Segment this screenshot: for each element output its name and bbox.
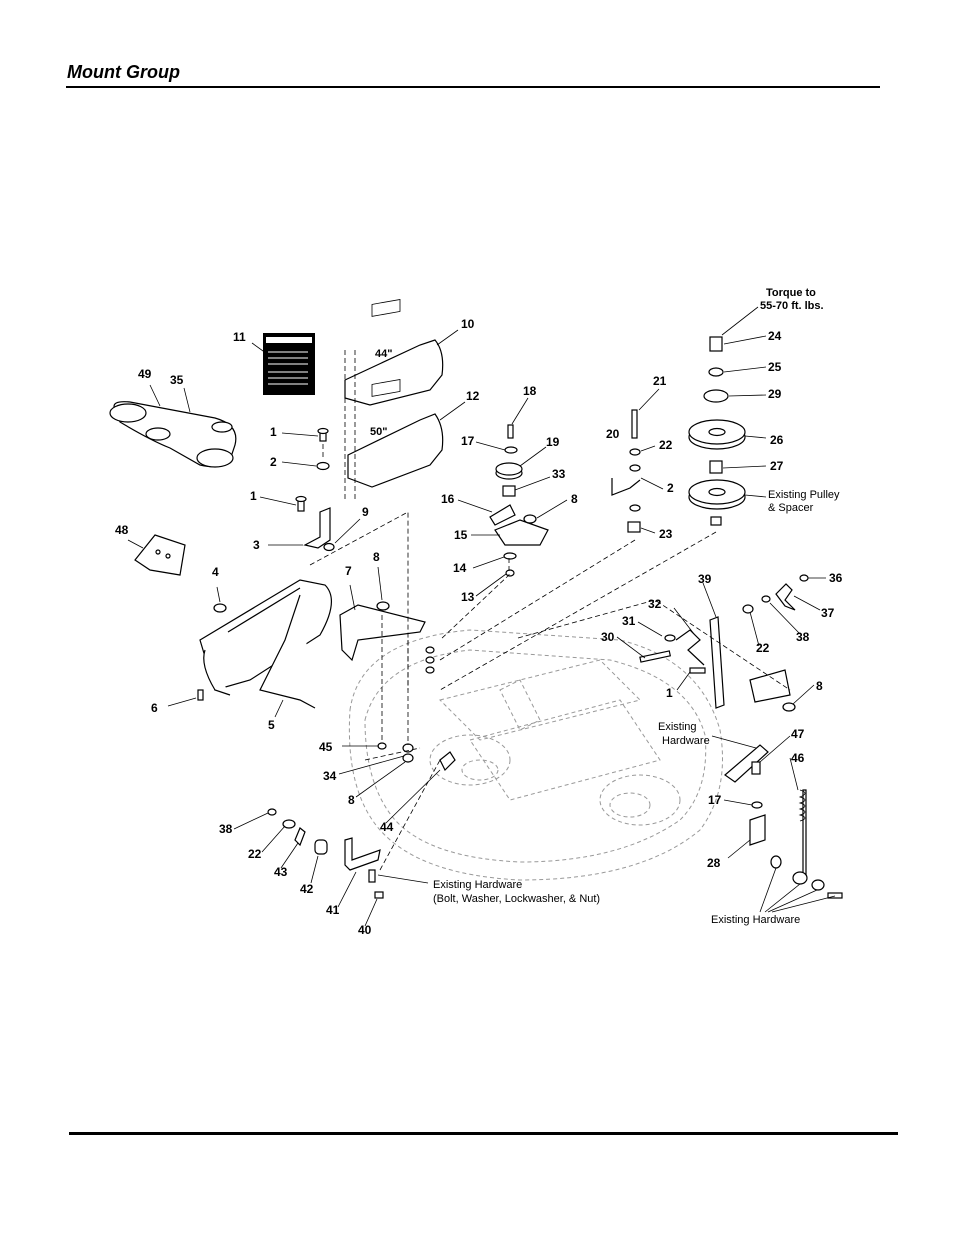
callout-33: 33 xyxy=(552,467,566,481)
callout-35: 35 xyxy=(170,373,184,387)
mower-deck-outline xyxy=(348,629,723,881)
drive-belt xyxy=(109,401,237,468)
existing-hardware-c: Existing Hardware xyxy=(711,914,800,926)
callout-38-b: 38 xyxy=(219,822,233,836)
callout-14: 14 xyxy=(453,561,467,575)
callout-43: 43 xyxy=(274,865,288,879)
callout-17-b: 17 xyxy=(708,793,722,807)
callout-17-a: 17 xyxy=(461,434,475,448)
callout-25: 25 xyxy=(768,360,782,374)
callout-32: 32 xyxy=(648,597,662,611)
footer-rule xyxy=(69,1132,898,1135)
callout-26: 26 xyxy=(770,433,784,447)
lever-group xyxy=(639,574,809,712)
callout-1-c: 1 xyxy=(666,686,673,700)
callout-10: 10 xyxy=(461,317,475,331)
callout-2-a: 2 xyxy=(270,455,277,469)
bolt-washer-group-a xyxy=(295,427,330,512)
callout-1-b: 1 xyxy=(250,489,257,503)
callout-38-a: 38 xyxy=(796,630,810,644)
callout-11: 11 xyxy=(233,330,246,344)
callout-8-d: 8 xyxy=(348,793,355,807)
callout-24: 24 xyxy=(768,329,782,343)
callout-23: 23 xyxy=(659,527,673,541)
callout-1-a: 1 xyxy=(270,425,277,439)
callout-18: 18 xyxy=(523,384,537,398)
callout-28: 28 xyxy=(707,856,721,870)
callout-7: 7 xyxy=(345,564,352,578)
callout-37: 37 xyxy=(821,606,835,620)
callout-22-c: 22 xyxy=(248,847,262,861)
size-50-label: 50" xyxy=(370,426,387,438)
bracket-3 xyxy=(303,507,335,552)
existing-pulley-line2: & Spacer xyxy=(768,502,814,514)
callout-30: 30 xyxy=(601,630,615,644)
callout-4: 4 xyxy=(212,565,219,579)
callout-49: 49 xyxy=(138,367,152,381)
deflector-shield-44 xyxy=(344,298,444,406)
callout-39: 39 xyxy=(698,572,712,586)
callout-21: 21 xyxy=(653,374,667,388)
callout-16: 16 xyxy=(441,492,455,506)
deflector-shield-50 xyxy=(347,378,444,488)
torque-note-line2: 55-70 ft. lbs. xyxy=(760,300,824,312)
callout-40: 40 xyxy=(358,923,372,937)
existing-hardware-b-line2: (Bolt, Washer, Lockwasher, & Nut) xyxy=(433,893,600,905)
callout-22-a: 22 xyxy=(659,438,673,452)
torque-note-line1: Torque to xyxy=(766,287,816,299)
alignment-lines xyxy=(309,350,791,871)
callout-9: 9 xyxy=(362,505,369,519)
callout-labels: 11 10 49 35 12 1 2 1 9 3 48 4 7 8 6 5 18… xyxy=(115,317,843,937)
callout-13: 13 xyxy=(461,590,475,604)
idler-group-center xyxy=(489,424,549,577)
callout-48: 48 xyxy=(115,523,129,537)
discharge-deflector xyxy=(197,579,332,709)
callout-47: 47 xyxy=(791,727,805,741)
callout-36: 36 xyxy=(829,571,843,585)
callout-3: 3 xyxy=(253,538,260,552)
page-title: Mount Group xyxy=(67,62,180,82)
callout-20: 20 xyxy=(606,427,620,441)
callout-6: 6 xyxy=(151,701,158,715)
callout-41: 41 xyxy=(326,903,340,917)
existing-hardware-a-line2: Hardware xyxy=(662,735,710,747)
shield-7 xyxy=(339,601,426,662)
callout-8-b: 8 xyxy=(571,492,578,506)
callout-19: 19 xyxy=(546,435,560,449)
existing-hardware-a-line1: Existing xyxy=(658,721,697,733)
warning-decal xyxy=(263,333,315,395)
callout-15: 15 xyxy=(454,528,468,542)
hitch-bracket-48 xyxy=(134,534,186,576)
diagram-notes: Torque to 55-70 ft. lbs. 44" 50" Existin… xyxy=(370,287,840,926)
callout-8-a: 8 xyxy=(373,550,380,564)
callout-2-b: 2 xyxy=(667,481,674,495)
callout-34: 34 xyxy=(323,769,337,783)
size-44-label: 44" xyxy=(375,348,392,360)
callout-22-b: 22 xyxy=(756,641,770,655)
callout-12: 12 xyxy=(466,389,480,403)
idler-arm-group xyxy=(611,409,641,533)
callout-42: 42 xyxy=(300,882,314,896)
title-rule xyxy=(66,86,880,88)
pulley-stack xyxy=(688,306,759,526)
existing-pulley-line1: Existing Pulley xyxy=(768,489,840,501)
callout-29: 29 xyxy=(768,387,782,401)
existing-hardware-b-line1: Existing Hardware xyxy=(433,879,522,891)
lower-hardware-group xyxy=(267,646,456,899)
callout-8-c: 8 xyxy=(816,679,823,693)
callout-5: 5 xyxy=(268,718,275,732)
callout-27: 27 xyxy=(770,459,784,473)
callout-44: 44 xyxy=(380,820,394,834)
callout-45: 45 xyxy=(319,740,333,754)
leader-lines xyxy=(127,329,836,927)
callout-31: 31 xyxy=(622,614,636,628)
spring-group xyxy=(724,744,843,899)
callout-46: 46 xyxy=(791,751,805,765)
